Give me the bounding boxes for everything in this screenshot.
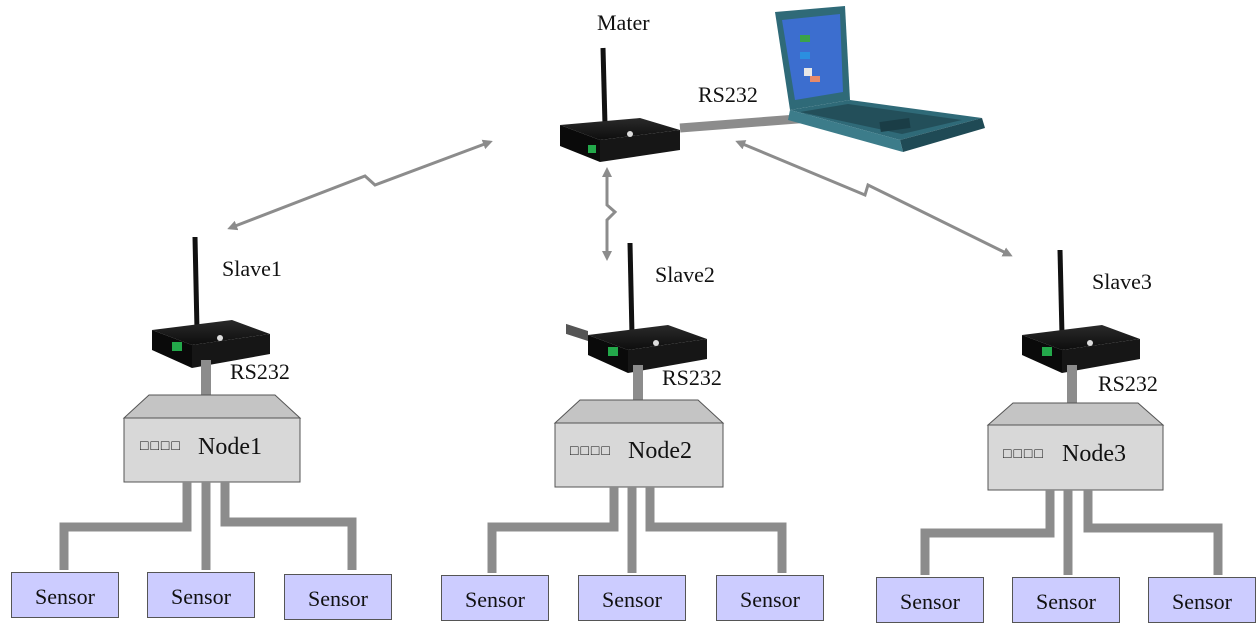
node2-box: [553, 399, 725, 488]
sensor-box: Sensor: [578, 575, 686, 621]
node3-box: [986, 402, 1165, 491]
sensor-label: Sensor: [1172, 589, 1232, 614]
master-radio-icon: [560, 47, 680, 342]
node1-box: [122, 394, 302, 483]
master-label: Mater: [597, 10, 650, 35]
slave1-rs232-label: RS232: [230, 359, 290, 384]
sensor-label: Sensor: [602, 587, 662, 612]
sensor-label: Sensor: [465, 587, 525, 612]
sensor-box: Sensor: [1012, 577, 1120, 623]
slave2-rs232-label: RS232: [662, 365, 722, 390]
sensor-box: Sensor: [876, 577, 984, 623]
slave3-rs232-label: RS232: [1098, 371, 1158, 396]
sensor-box: Sensor: [1148, 577, 1256, 623]
sensor-label: Sensor: [171, 584, 231, 609]
laptop-icon: [775, 6, 985, 152]
sensor-box: Sensor: [441, 575, 549, 621]
sensor-label: Sensor: [35, 584, 95, 609]
node1-label: Node1: [198, 434, 262, 460]
slave2-label: Slave2: [655, 262, 715, 287]
sensor-box: Sensor: [147, 572, 255, 618]
node1-port-indicators: □□□□: [140, 439, 182, 454]
wireless-link-slave1: [227, 139, 493, 231]
slave2-radio-icon: [588, 242, 707, 373]
sensor-box: Sensor: [11, 572, 119, 618]
wireless-link-slave2: [602, 167, 618, 261]
sensor-label: Sensor: [308, 586, 368, 611]
sensor-label: Sensor: [1036, 589, 1096, 614]
wireless-link-slave3: [735, 140, 1013, 257]
node3-sensor-cables: [920, 490, 1223, 575]
slave3-radio-icon: [1022, 249, 1140, 373]
sensor-label: Sensor: [740, 587, 800, 612]
master-rs232-label: RS232: [698, 82, 758, 107]
node3-label: Node3: [1062, 441, 1126, 467]
node2-port-indicators: □□□□: [570, 444, 612, 459]
sensor-box: Sensor: [716, 575, 824, 621]
slave1-label: Slave1: [222, 256, 282, 281]
node3-port-indicators: □□□□: [1003, 447, 1045, 462]
sensor-label: Sensor: [900, 589, 960, 614]
node2-sensor-cables: [487, 487, 787, 573]
slave3-label: Slave3: [1092, 269, 1152, 294]
slave1-radio-icon: [152, 236, 270, 368]
node2-label: Node2: [628, 438, 692, 464]
node1-sensor-cables: [59, 482, 357, 570]
sensor-box: Sensor: [284, 574, 392, 620]
